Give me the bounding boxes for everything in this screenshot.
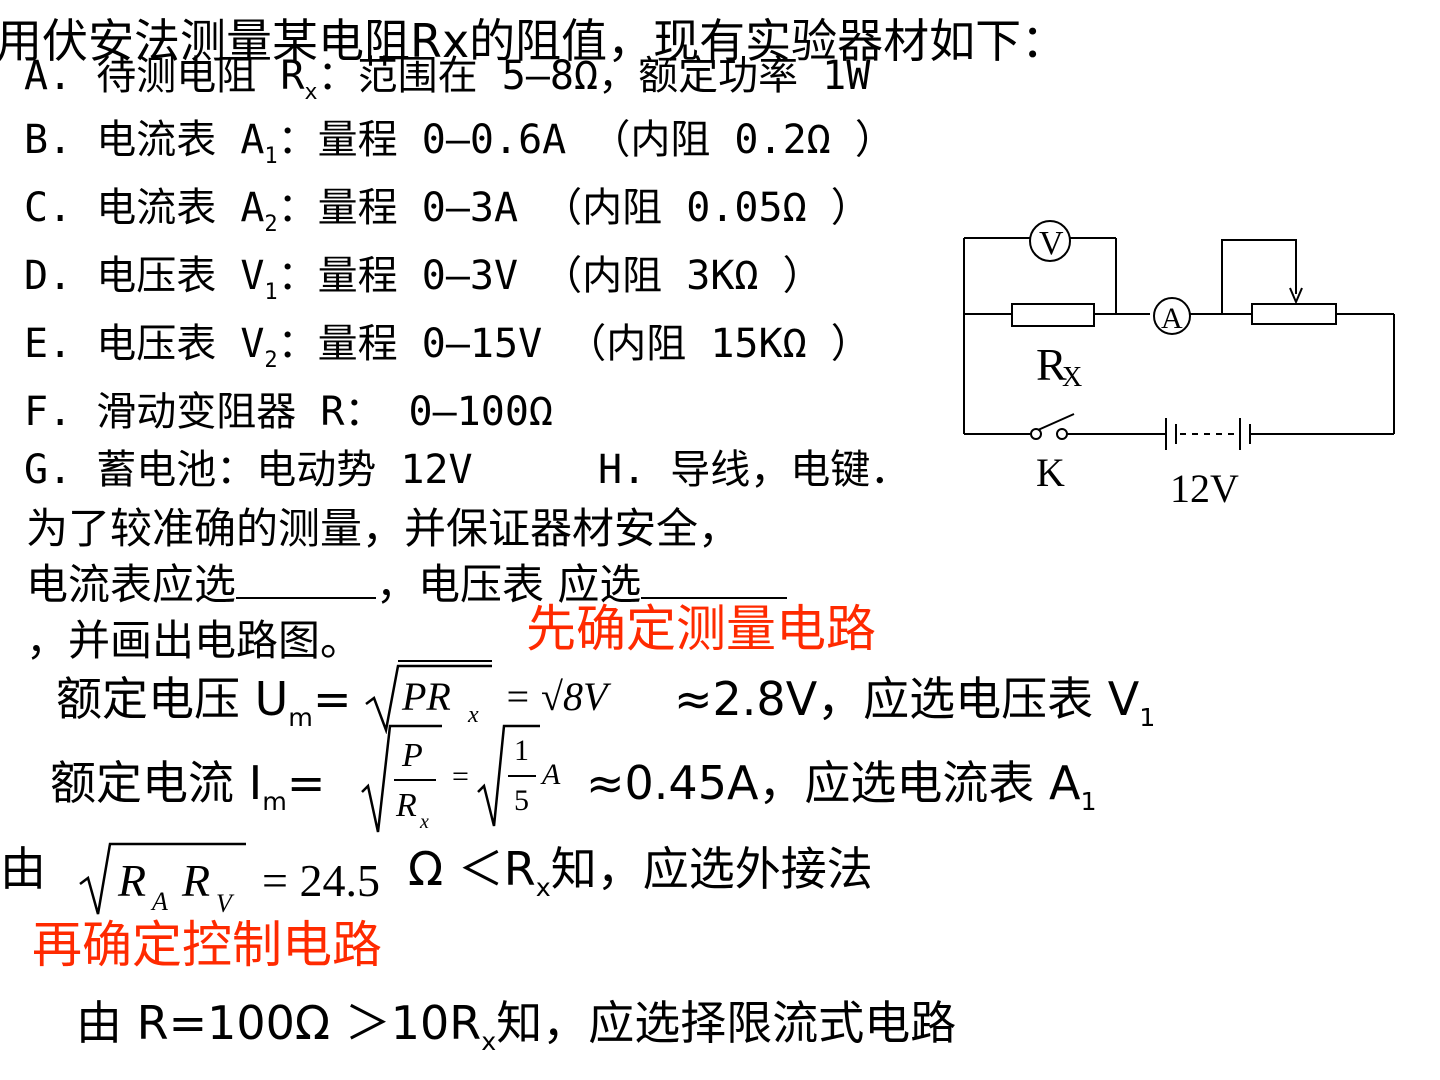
item-e-prefix: E. 电压表 V (24, 321, 265, 367)
item-h: H. 导线，电键． (598, 447, 911, 493)
calc-limit: 由 R=100Ω ＞10Rx知，应选择限流式电路 (76, 1000, 956, 1055)
question-line1: 为了较准确的测量，并保证器材安全， (26, 504, 741, 553)
voltage-formula-a: PR (401, 674, 451, 719)
ext-sqrt-sign (79, 842, 246, 915)
calc-voltage-label: 额定电压 Um= (56, 676, 352, 731)
item-d: D. 电压表 V1：量程 0—3V （内阻 3KΩ ） (24, 253, 823, 303)
current-result: ≈0.45A，应选电流表 A (586, 756, 1081, 810)
voltage-formula: PR x = √8V (365, 664, 612, 734)
switch-contact-1 (1030, 428, 1042, 440)
calc-current-result: ≈0.45A，应选电流表 A1 (586, 760, 1097, 815)
limit-tail: 知，应选择限流式电路 (496, 996, 957, 1050)
ammeter-label: A (1161, 302, 1183, 335)
rheostat-slider-arrow (1289, 287, 1303, 305)
question-line2: 电流表应选，电压表 应选 (26, 564, 788, 606)
ext-formula-value: = 24.5 (262, 855, 380, 906)
item-c-sub: 2 (264, 211, 278, 237)
voltage-result: ≈2.8V，应选电压表 V (674, 672, 1140, 726)
ext-formula-b: R (181, 855, 210, 906)
current-frac-den: R (395, 787, 417, 824)
voltage-sqrt-sign (365, 664, 492, 734)
blank-voltmeter[interactable] (641, 567, 788, 599)
item-d-sub: 1 (264, 279, 278, 305)
switch-lever (1037, 413, 1075, 431)
resistor-label-sub: X (1062, 362, 1082, 393)
resistor-rx (1011, 303, 1095, 327)
calc-current-label: 额定电流 Im= (50, 760, 325, 815)
switch-label: K (1036, 450, 1065, 495)
current-eq: = (286, 756, 326, 810)
limit-sub: x (481, 1027, 497, 1057)
current-sqrt-sign-1 (361, 724, 442, 833)
item-e-sub: 2 (264, 347, 278, 373)
item-b-sub: 1 (264, 143, 278, 169)
battery-label: 12V (1170, 466, 1239, 511)
calc-ext-result: Ω ＜Rx知，应选外接法 (408, 846, 873, 901)
heading-control-circuit: 再确定控制电路 (32, 916, 382, 974)
current-label: 额定电流 I (50, 756, 263, 810)
ammeter-circle (1153, 297, 1191, 335)
ext-result-tail: 知，应选外接法 (550, 842, 873, 896)
circuit-diagram: V A R X K 12V (963, 220, 1395, 511)
item-g: G. 蓄电池：电动势 12V (24, 447, 473, 493)
item-a-rest: ：范围在 5—8Ω，额定功率 1W (317, 53, 871, 99)
current-result-sub: 1 (1080, 787, 1097, 817)
item-a: A. 待测电阻 Rx：范围在 5—8Ω，额定功率 1W (24, 53, 871, 103)
item-c: C. 电流表 A2：量程 0—3A （内阻 0.05Ω ） (24, 185, 871, 235)
calc-voltage-result: ≈2.8V，应选电压表 V1 (674, 676, 1155, 731)
ext-result-sub: x (535, 873, 551, 903)
item-a-prefix: A. 待测电阻 R (24, 53, 305, 99)
item-f: F. 滑动变阻器 R： 0—100Ω (24, 389, 553, 435)
item-e-rest: ：量程 0—15V （内阻 15KΩ ） (277, 321, 871, 367)
ext-formula-a: R (117, 855, 146, 906)
item-d-prefix: D. 电压表 V (24, 253, 265, 299)
ext-prefix: 由 (0, 842, 46, 896)
ext-formula: R A R V = 24.5 (79, 842, 380, 918)
item-c-prefix: C. 电流表 A (24, 185, 265, 231)
question-line3: ，并画出电路图。 (26, 616, 363, 665)
item-c-rest: ：量程 0—3A （内阻 0.05Ω ） (277, 185, 871, 231)
heading-measure-circuit: 先确定测量电路 (526, 600, 876, 658)
ext-formula-a-sub: A (150, 887, 168, 916)
ext-result: Ω ＜R (408, 842, 536, 896)
item-b-prefix: B. 电流表 A (24, 117, 265, 163)
switch-contact-2 (1056, 428, 1068, 440)
current-formula: P R x = 1 5 A (361, 724, 561, 833)
item-b-rest: ：量程 0—0.6A （内阻 0.2Ω ） (277, 117, 895, 163)
voltage-result-sub: 1 (1139, 703, 1156, 733)
item-a-sub: x (304, 79, 318, 105)
rheostat-slider-wire (1221, 239, 1297, 314)
current-frac-den-sub: x (419, 811, 429, 833)
problem-title: 用伏安法测量某电阻Rx的阻值，现有实验器材如下： (0, 14, 1068, 68)
question-line2a: 电流表应选 (26, 560, 237, 609)
item-b: B. 电流表 A1：量程 0—0.6A （内阻 0.2Ω ） (24, 117, 895, 167)
limit-prefix: 由 R=100Ω ＞10R (76, 996, 482, 1050)
resistor-label: R (1036, 339, 1067, 390)
item-d-rest: ：量程 0—3V （内阻 3KΩ ） (277, 253, 823, 299)
blank-circuit[interactable] (398, 660, 492, 662)
current-frac-num: P (401, 737, 423, 774)
current-frac2-den: 5 (514, 784, 529, 817)
current-sqrt-sign-2 (477, 724, 540, 827)
voltmeter-label: V (1039, 225, 1064, 262)
voltmeter-circle (1029, 220, 1071, 262)
voltage-formula-b: = √8V (504, 674, 612, 719)
voltage-sub: m (288, 703, 313, 733)
voltage-label: 额定电压 U (56, 672, 289, 726)
current-eq2: = (452, 760, 469, 793)
current-sub: m (262, 787, 287, 817)
blank-ammeter[interactable] (236, 567, 377, 599)
question-line2b: ，电压表 应选 (376, 560, 642, 609)
rheostat (1251, 303, 1337, 325)
item-e: E. 电压表 V2：量程 0—15V （内阻 15KΩ ） (24, 321, 871, 371)
ext-formula-b-sub: V (216, 889, 235, 918)
voltage-formula-a-sub: x (467, 702, 479, 728)
current-unit: A (540, 758, 561, 791)
current-frac2-num: 1 (514, 734, 529, 767)
voltage-eq: = (312, 672, 352, 726)
